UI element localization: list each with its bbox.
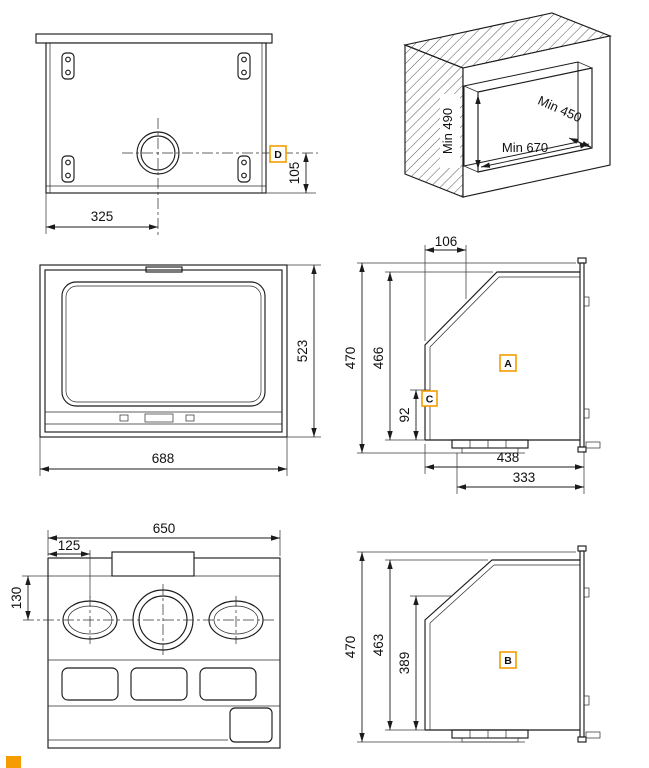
bottom-view-dimensions: 650 125 130: [9, 521, 281, 620]
top-view-dimensions: 325 105 D: [45, 145, 316, 234]
mounting-bracket: [61, 52, 75, 80]
top-vent-slot: [145, 266, 183, 273]
dim-overall-height-b: 470: [343, 636, 358, 659]
vent-panel: [61, 667, 119, 701]
mounting-bracket: [237, 155, 251, 183]
dim-lower-front-height: 92: [397, 407, 412, 422]
detail-label-c-box: [421, 390, 438, 407]
dim-overall-height-a: 470: [343, 347, 358, 370]
dim-top-inset: 106: [435, 235, 458, 249]
detail-label-b: B: [504, 655, 512, 667]
dim-bottom-width: 650: [153, 521, 176, 536]
niche-perspective-drawing: Min 490 Min 670 Min 450: [403, 12, 612, 198]
dim-front-width: 688: [152, 451, 175, 466]
side-view-b-drawing: 470 463 389 B: [343, 545, 601, 743]
glass-door-inner: [65, 285, 262, 403]
dim-min-height: Min 490: [440, 108, 455, 154]
vent-panel: [199, 667, 257, 701]
side-view-a-dimensions: 106 470 466 92 438 333 A C: [343, 235, 585, 494]
rear-tab-bottom: [577, 446, 587, 453]
dim-front-height: 389: [397, 652, 412, 675]
front-view-unit: [39, 264, 288, 438]
side-view-b-unit: [424, 545, 601, 743]
side-view-a-drawing: 106 470 466 92 438 333 A C: [343, 235, 601, 494]
dim-lower-depth: 333: [513, 470, 536, 485]
dim-front-height: 523: [295, 340, 310, 363]
flue-shroud: [111, 551, 195, 577]
rear-tab-top: [577, 257, 587, 264]
rear-tab-top: [577, 545, 587, 552]
dim-body-height-a: 466: [371, 347, 386, 370]
mounting-bracket: [237, 52, 251, 80]
dim-body-height-b: 463: [371, 634, 386, 657]
vent-panel: [130, 667, 188, 701]
front-view-dimensions: 523 688: [39, 264, 321, 476]
detail-label-b-box: [499, 651, 517, 669]
detail-label-d: D: [274, 149, 282, 161]
front-view-drawing: 523 688: [39, 264, 321, 476]
dim-outlet-offset-left: 125: [58, 538, 81, 553]
detail-label-a: A: [504, 358, 512, 370]
dim-depth: 438: [497, 450, 520, 465]
top-view-drawing: 325 105 D: [35, 33, 318, 236]
dim-flue-offset-left: 325: [91, 209, 114, 224]
detail-label-c: C: [426, 394, 434, 406]
mounting-bracket: [61, 155, 75, 183]
niche-wall: [403, 12, 612, 198]
detail-label-d-box: [269, 145, 287, 163]
bottom-view-unit: [23, 551, 281, 749]
access-panel: [229, 707, 273, 743]
detail-label-a-box: [499, 354, 517, 372]
air-control-handle: [144, 413, 174, 423]
dim-min-width: Min 670: [502, 140, 548, 155]
brand-logo: [6, 756, 21, 768]
dim-outlet-offset-top: 130: [9, 587, 24, 610]
side-view-b-dimensions: 470 463 389 B: [343, 551, 576, 743]
side-view-a-unit: [424, 257, 601, 454]
rear-tab-bottom: [577, 736, 587, 743]
glass-door-outer: [61, 281, 266, 407]
top-view-unit: [35, 33, 318, 236]
bottom-view-drawing: 650 125 130: [9, 521, 281, 749]
dim-flue-offset-back: 105: [287, 162, 302, 185]
